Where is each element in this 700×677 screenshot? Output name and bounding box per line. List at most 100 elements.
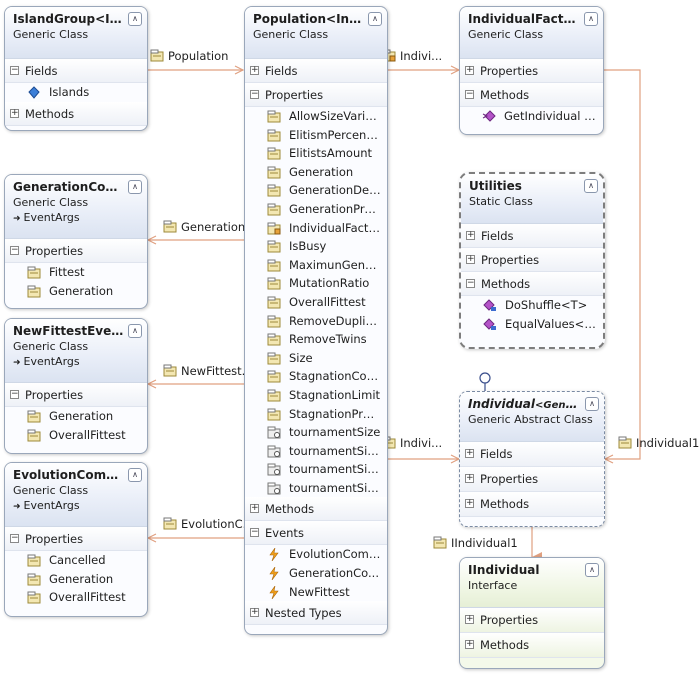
- property-item[interactable]: Generation: [5, 570, 147, 589]
- section-properties[interactable]: + Properties: [460, 608, 604, 633]
- collapse-chevron-icon[interactable]: ∧: [368, 12, 382, 26]
- field-item[interactable]: Islands: [5, 83, 147, 102]
- property-item[interactable]: OverallFittest: [5, 426, 147, 445]
- section-methods[interactable]: − Methods: [461, 272, 603, 296]
- class-islandgroup[interactable]: IslandGroup<In... Generic Class ∧ − Fiel…: [4, 6, 148, 131]
- property-item[interactable]: Cancelled: [5, 551, 147, 570]
- expand-plus-icon[interactable]: +: [465, 448, 474, 458]
- class-population[interactable]: Population<Indi... Generic Class ∧ + Fie…: [244, 6, 388, 635]
- section-fields[interactable]: + Fields: [460, 442, 604, 467]
- section-properties[interactable]: − Properties: [5, 239, 147, 263]
- section-properties[interactable]: + Properties: [461, 248, 603, 272]
- collapse-chevron-icon[interactable]: ∧: [128, 180, 142, 194]
- section-fields[interactable]: − Fields: [5, 59, 147, 83]
- method-item[interactable]: EqualValues<T>: [461, 315, 603, 334]
- class-header[interactable]: GenerationCom... Generic Class ➜EventArg…: [5, 175, 147, 239]
- class-header[interactable]: NewFittestEvent... Generic Class ➜EventA…: [5, 319, 147, 383]
- collapse-chevron-icon[interactable]: ∧: [584, 179, 598, 193]
- property-item[interactable]: IsBusy: [245, 237, 387, 256]
- section-methods[interactable]: + Methods: [5, 101, 147, 126]
- expand-plus-icon[interactable]: +: [465, 498, 474, 508]
- class-individualfactory[interactable]: IndividualFactor... Generic Class ∧ + Pr…: [459, 6, 604, 135]
- collapse-minus-icon[interactable]: −: [250, 527, 259, 538]
- expand-plus-icon[interactable]: +: [466, 230, 475, 240]
- collapse-chevron-icon[interactable]: ∧: [128, 12, 142, 26]
- property-item[interactable]: MaximunGener...: [245, 256, 387, 275]
- section-fields[interactable]: + Fields: [461, 224, 603, 248]
- class-header[interactable]: Individual<GenoT... Generic Abstract Cla…: [460, 392, 604, 442]
- class-header[interactable]: IslandGroup<In... Generic Class ∧: [5, 7, 147, 59]
- property-item[interactable]: StagnationProg...: [245, 405, 387, 424]
- class-header[interactable]: Utilities Static Class ∧: [461, 174, 603, 224]
- expand-plus-icon[interactable]: +: [10, 107, 19, 118]
- section-methods[interactable]: + Methods: [245, 497, 387, 522]
- property-item[interactable]: Size: [245, 349, 387, 368]
- property-item[interactable]: StagnationCount: [245, 367, 387, 386]
- class-header[interactable]: Population<Indi... Generic Class ∧: [245, 7, 387, 59]
- property-item[interactable]: Fittest: [5, 263, 147, 282]
- section-nested-types[interactable]: + Nested Types: [245, 601, 387, 626]
- section-properties[interactable]: − Properties: [5, 527, 147, 551]
- collapse-chevron-icon[interactable]: ∧: [128, 324, 142, 338]
- class-header[interactable]: EvolutionCompl... Generic Class ➜EventAr…: [5, 463, 147, 527]
- property-item[interactable]: GenerationDelay: [245, 181, 387, 200]
- expand-plus-icon[interactable]: +: [250, 607, 259, 618]
- collapse-chevron-icon[interactable]: ∧: [585, 563, 599, 577]
- class-individual[interactable]: Individual<GenoT... Generic Abstract Cla…: [459, 391, 605, 527]
- section-methods[interactable]: + Methods: [460, 492, 604, 517]
- section-properties[interactable]: + Properties: [460, 59, 603, 83]
- property-item[interactable]: ElitismPercenta...: [245, 126, 387, 145]
- expand-plus-icon[interactable]: +: [250, 503, 259, 514]
- property-item[interactable]: RemoveDuplica...: [245, 312, 387, 331]
- section-methods[interactable]: − Methods: [460, 83, 603, 107]
- property-item[interactable]: tournamentSiz...: [245, 442, 387, 461]
- event-item[interactable]: EvolutionComp...: [245, 545, 387, 564]
- class-utilities[interactable]: Utilities Static Class ∧ + Fields + Prop…: [459, 172, 605, 349]
- event-item[interactable]: NewFittest: [245, 583, 387, 602]
- method-item[interactable]: GetIndividual (...: [460, 107, 603, 126]
- property-item[interactable]: OverallFittest: [5, 588, 147, 607]
- class-newfittesteventargs[interactable]: NewFittestEvent... Generic Class ➜EventA…: [4, 318, 148, 454]
- collapse-chevron-icon[interactable]: ∧: [584, 12, 598, 26]
- section-fields[interactable]: + Fields: [245, 59, 387, 83]
- event-item[interactable]: GenerationCo...: [245, 564, 387, 583]
- interface-header[interactable]: IIndividual Interface ∧: [460, 558, 604, 608]
- property-item[interactable]: tournamentSize: [245, 423, 387, 442]
- expand-plus-icon[interactable]: +: [465, 614, 474, 624]
- collapse-minus-icon[interactable]: −: [10, 389, 19, 399]
- collapse-minus-icon[interactable]: −: [10, 533, 19, 543]
- collapse-minus-icon[interactable]: −: [466, 278, 475, 288]
- property-item[interactable]: tournamentSiz...: [245, 479, 387, 498]
- expand-plus-icon[interactable]: +: [465, 473, 474, 483]
- property-item[interactable]: Generation: [5, 407, 147, 426]
- section-methods[interactable]: + Methods: [460, 633, 604, 658]
- collapse-minus-icon[interactable]: −: [465, 89, 474, 99]
- section-events[interactable]: − Events: [245, 521, 387, 546]
- section-properties[interactable]: − Properties: [245, 83, 387, 107]
- class-generationcompleted[interactable]: GenerationCom... Generic Class ➜EventArg…: [4, 174, 148, 309]
- property-item[interactable]: GenerationPro...: [245, 200, 387, 219]
- interface-iindividual[interactable]: IIndividual Interface ∧ + Properties + M…: [459, 557, 605, 669]
- expand-plus-icon[interactable]: +: [465, 639, 474, 649]
- section-properties[interactable]: − Properties: [5, 383, 147, 407]
- property-item[interactable]: RemoveTwins: [245, 330, 387, 349]
- expand-plus-icon[interactable]: +: [466, 254, 475, 264]
- method-item[interactable]: DoShuffle<T>: [461, 296, 603, 315]
- class-evolutioncompleted[interactable]: EvolutionCompl... Generic Class ➜EventAr…: [4, 462, 148, 617]
- section-properties[interactable]: + Properties: [460, 467, 604, 492]
- collapse-minus-icon[interactable]: −: [10, 245, 19, 255]
- collapse-minus-icon[interactable]: −: [250, 89, 259, 99]
- property-item[interactable]: MutationRatio: [245, 274, 387, 293]
- collapse-chevron-icon[interactable]: ∧: [128, 468, 142, 482]
- class-header[interactable]: IndividualFactor... Generic Class ∧: [460, 7, 603, 59]
- expand-plus-icon[interactable]: +: [465, 65, 474, 75]
- property-item[interactable]: tournamentSiz...: [245, 460, 387, 479]
- property-item[interactable]: Generation: [245, 163, 387, 182]
- expand-plus-icon[interactable]: +: [250, 65, 259, 75]
- property-item[interactable]: StagnationLimit: [245, 386, 387, 405]
- collapse-minus-icon[interactable]: −: [10, 65, 19, 75]
- property-item[interactable]: IndividualFactory: [245, 219, 387, 238]
- property-item[interactable]: OverallFittest: [245, 293, 387, 312]
- collapse-chevron-icon[interactable]: ∧: [585, 397, 599, 411]
- property-item[interactable]: AllowSizeVariat...: [245, 107, 387, 126]
